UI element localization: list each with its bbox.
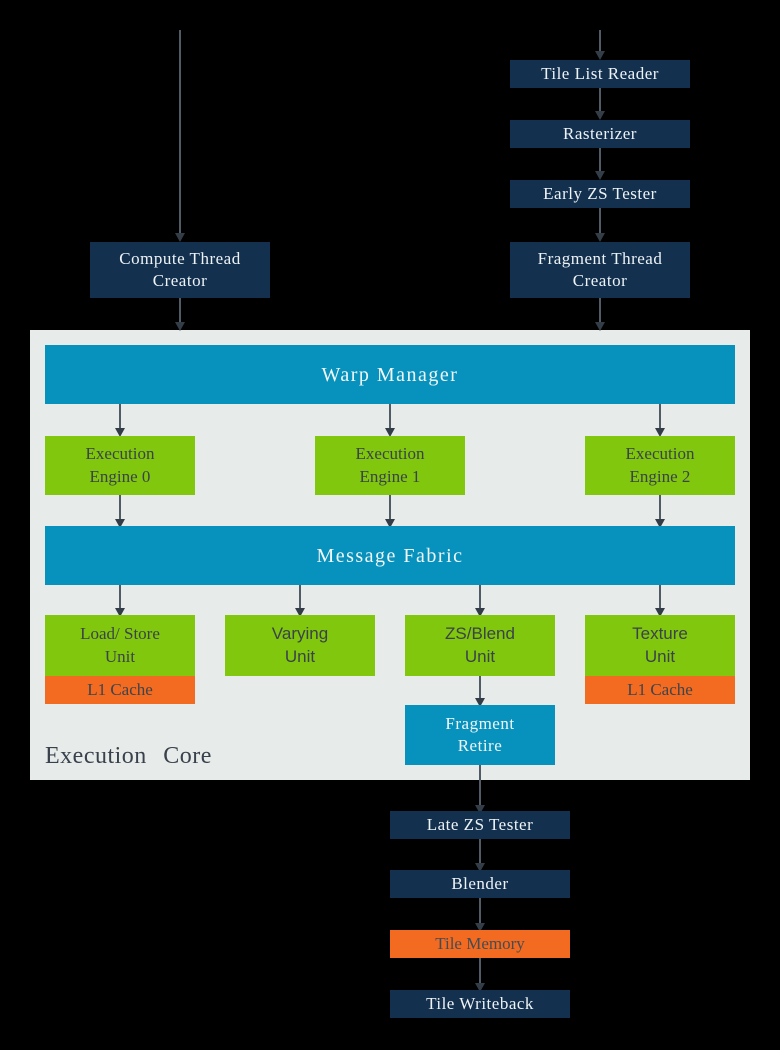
node-varying-unit: Varying Unit (225, 615, 375, 676)
node-blender: Blender (390, 870, 570, 898)
node-tile-list-reader: Tile List Reader (510, 60, 690, 88)
arrow-message-fabric-to-load-store-unit (119, 585, 121, 608)
node-late-zs-tester: Late ZS Tester (390, 811, 570, 839)
node-execution-engine-0: Execution Engine 0 (45, 436, 195, 495)
node-tile-memory: Tile Memory (390, 930, 570, 958)
node-compute-thread-creator: Compute Thread Creator (90, 242, 270, 298)
node-rasterizer: Rasterizer (510, 120, 690, 148)
node-warp-manager: Warp Manager (45, 345, 735, 404)
arrow-message-fabric-to-varying-unit (299, 585, 301, 608)
node-execution-engine-1: Execution Engine 1 (315, 436, 465, 495)
arrow-engine-0-to-message-fabric (119, 495, 121, 519)
arrow-warp-manager-to-engine-2 (659, 404, 661, 428)
arrow-early-zs-tester-to-fragment-thread-creator (599, 208, 601, 233)
arrow-warp-manager-to-engine-1 (389, 404, 391, 428)
arrow-top-to-compute-thread-creator (179, 30, 181, 233)
execution-core-label: Execution Core (45, 743, 212, 769)
node-l1-cache-texture: L1 Cache (585, 676, 735, 704)
node-tile-writeback: Tile Writeback (390, 990, 570, 1018)
arrow-tile-memory-to-tile-writeback (479, 958, 481, 983)
node-fragment-thread-creator: Fragment Thread Creator (510, 242, 690, 298)
arrow-fragment-thread-creator-to-core (599, 298, 601, 322)
node-early-zs-tester: Early ZS Tester (510, 180, 690, 208)
arrow-zs-blend-unit-to-fragment-retire (479, 676, 481, 698)
node-zs-blend-unit: ZS/Blend Unit (405, 615, 555, 676)
arrow-top-to-tile-list-reader (599, 30, 601, 51)
node-message-fabric: Message Fabric (45, 526, 735, 585)
arrow-late-zs-tester-to-blender (479, 839, 481, 863)
arrow-engine-2-to-message-fabric (659, 495, 661, 519)
node-execution-engine-2: Execution Engine 2 (585, 436, 735, 495)
arrow-message-fabric-to-zs-blend-unit (479, 585, 481, 608)
arrow-compute-thread-creator-to-core (179, 298, 181, 322)
arrow-blender-to-tile-memory (479, 898, 481, 923)
arrow-warp-manager-to-engine-0 (119, 404, 121, 428)
node-l1-cache-load-store: L1 Cache (45, 676, 195, 704)
node-load-store-unit: Load/ Store Unit (45, 615, 195, 676)
node-texture-unit: Texture Unit (585, 615, 735, 676)
arrow-engine-1-to-message-fabric (389, 495, 391, 519)
arrow-rasterizer-to-early-zs-tester (599, 148, 601, 171)
arrow-message-fabric-to-texture-unit (659, 585, 661, 608)
node-fragment-retire: Fragment Retire (405, 705, 555, 765)
arrow-fragment-retire-to-late-zs-tester (479, 765, 481, 805)
arrow-tile-list-reader-to-rasterizer (599, 88, 601, 111)
